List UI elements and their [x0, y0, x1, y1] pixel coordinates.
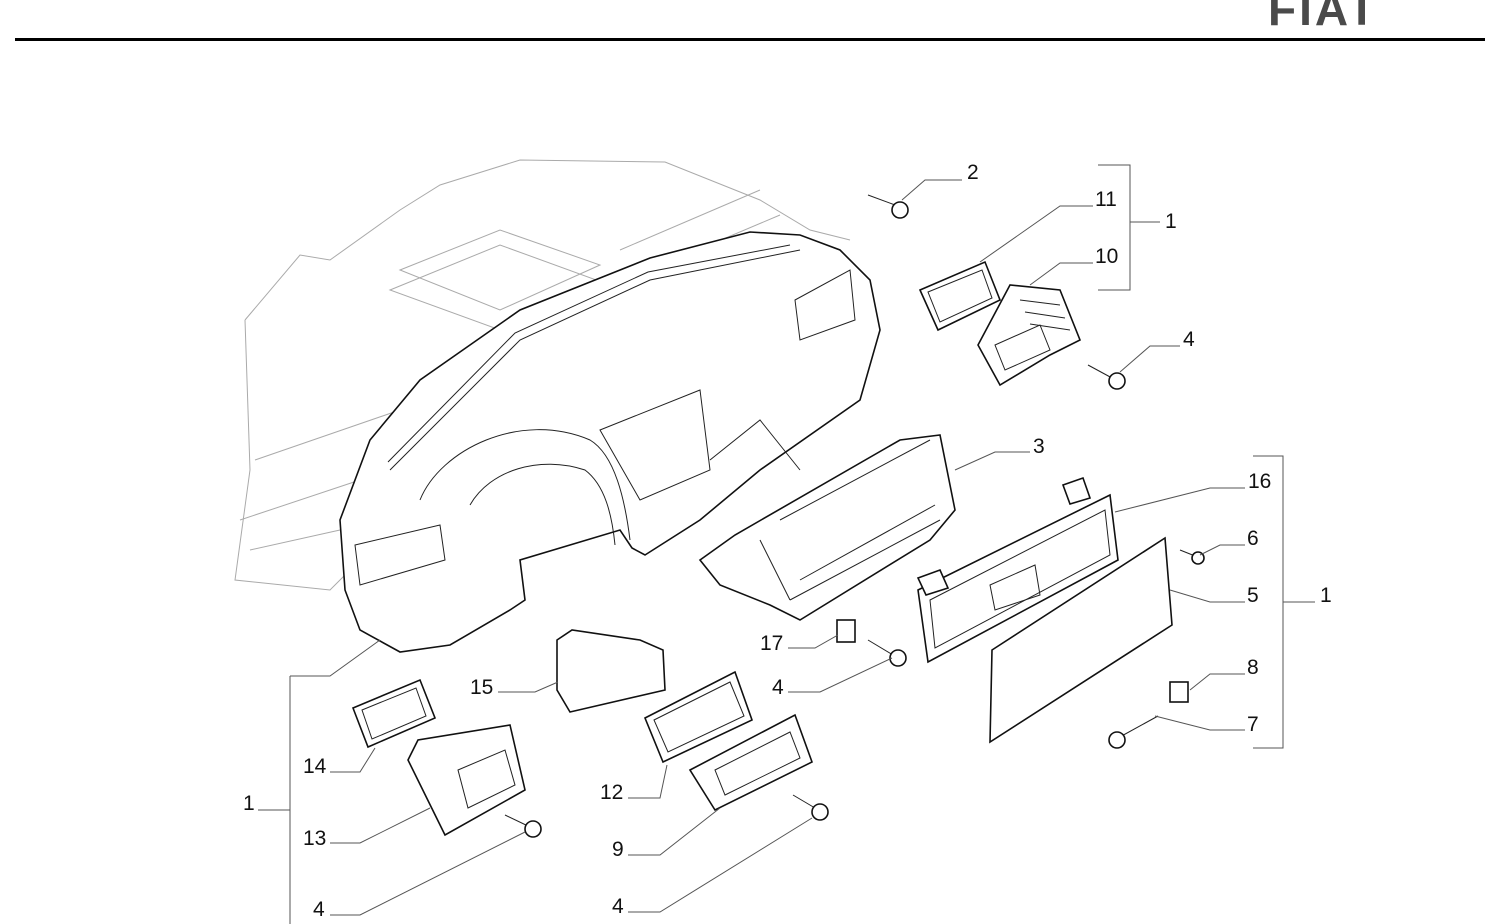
part-16-glovebox-inner-frame — [916, 476, 1119, 664]
callout-4-bottom-left: 4 — [313, 898, 325, 921]
part-5-glovebox-lid — [989, 536, 1173, 744]
brand-logo: FIAT — [1268, 0, 1379, 35]
part-3-glovebox-housing — [698, 434, 956, 621]
part-8-clip — [1169, 681, 1189, 703]
part-12-vent-trim — [643, 670, 753, 764]
part-9-centre-air-vent — [688, 713, 813, 812]
part-14-vent-trim — [351, 678, 437, 749]
callout-1-right: 1 — [1320, 584, 1332, 607]
callout-13: 13 — [303, 827, 326, 850]
callout-labels: 2 11 1 10 4 3 16 6 5 1 8 7 17 4 15 14 12… — [243, 161, 1332, 921]
callout-12: 12 — [600, 781, 623, 804]
callout-8: 8 — [1247, 656, 1259, 679]
part-10-side-air-vent — [977, 284, 1082, 387]
ghost-body-outline — [234, 159, 851, 591]
callout-4-right: 4 — [1183, 328, 1195, 351]
part-17-clip — [836, 619, 856, 643]
part-13-left-air-vent — [407, 724, 526, 837]
callout-15: 15 — [470, 676, 493, 699]
callout-7: 7 — [1247, 713, 1259, 736]
callout-3: 3 — [1033, 435, 1045, 458]
part-2-screw — [867, 194, 909, 219]
callout-11: 11 — [1095, 188, 1117, 211]
callout-10: 10 — [1095, 245, 1118, 268]
part-15-switch-housing — [556, 629, 666, 713]
part-7-pin — [1108, 715, 1159, 749]
callout-9: 9 — [612, 838, 624, 861]
callout-6: 6 — [1247, 527, 1259, 550]
leader-lines — [330, 179, 1245, 916]
callout-1-left: 1 — [243, 792, 255, 815]
callout-2: 2 — [967, 161, 979, 184]
callout-16: 16 — [1248, 470, 1271, 493]
callout-brackets — [258, 164, 1315, 924]
header-rule — [15, 38, 1485, 41]
part-6-bolt — [1179, 549, 1205, 565]
callout-14: 14 — [303, 755, 327, 778]
dashboard-main-panel — [339, 231, 881, 653]
callout-1-top: 1 — [1165, 210, 1177, 233]
callout-5: 5 — [1247, 584, 1259, 607]
callout-4-centre: 4 — [772, 676, 784, 699]
part-4-screws — [504, 364, 1126, 838]
callout-17: 17 — [760, 632, 783, 655]
callout-4-bottom-centre: 4 — [612, 895, 624, 918]
part-11-vent-trim — [918, 260, 1002, 332]
